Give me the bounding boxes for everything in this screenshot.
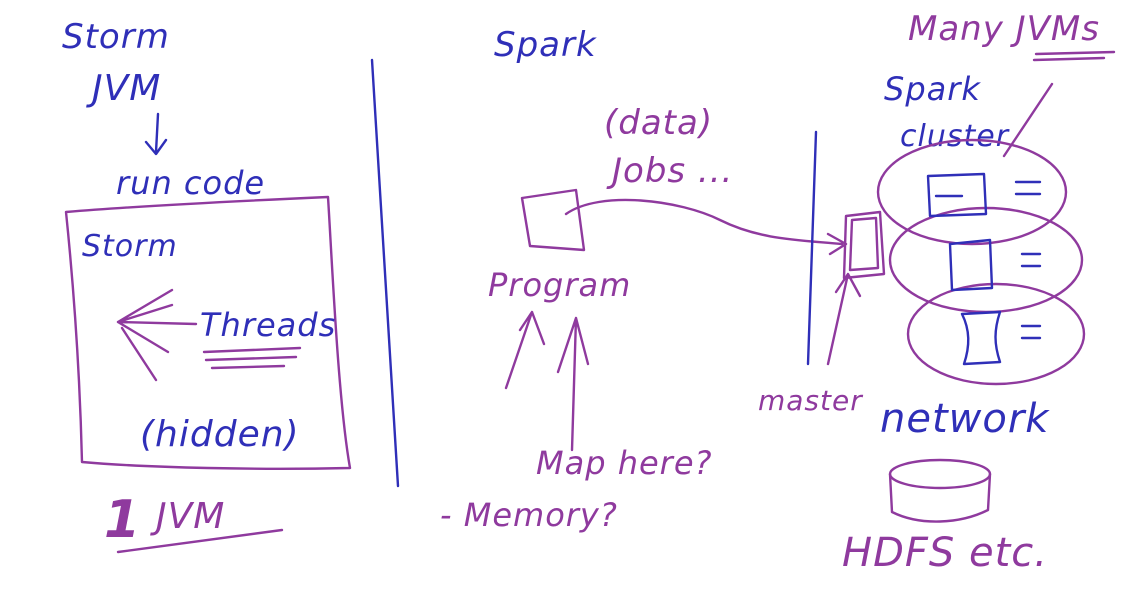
- memory-question: - Memory?: [440, 496, 618, 534]
- master-node-box: [842, 210, 886, 280]
- run-code-label: run code: [116, 164, 265, 202]
- jobs-note: Jobs ...: [606, 151, 733, 191]
- jvm-underline: [116, 528, 284, 554]
- worker-node-icon-3: [960, 310, 1002, 366]
- jvm-unit-label: JVM: [150, 496, 225, 537]
- spark-cluster-title: Spark: [884, 70, 981, 108]
- worker-jvm-ellipse-1: [876, 138, 1068, 246]
- cluster-panel: Many JVMs Spark cluster master network H…: [758, 9, 1116, 576]
- hidden-label: (hidden): [140, 414, 300, 455]
- spark-title: Spark: [494, 25, 597, 65]
- storage-cylinder-body: [888, 472, 992, 523]
- map-here-question: Map here?: [536, 444, 713, 482]
- worker-detail-mark-1: [1014, 180, 1042, 196]
- worker-detail-mark-3: [1020, 324, 1042, 340]
- network-label: network: [880, 396, 1050, 442]
- worker-node-icon-2: [948, 238, 994, 292]
- threads-fan-icon: [116, 288, 198, 382]
- storage-label: HDFS etc.: [842, 530, 1048, 576]
- storm-panel: Storm JVM run code Storm Threads (hidden…: [62, 17, 352, 554]
- threads-label: Threads: [200, 306, 336, 344]
- map-arrow-up-left: [504, 310, 546, 390]
- program-box: [520, 188, 586, 252]
- threads-underline: [202, 346, 302, 370]
- spark-panel: Spark (data) Jobs ... Program Map here? …: [440, 25, 848, 534]
- master-label: master: [758, 384, 863, 417]
- jvm-count: 1: [104, 490, 140, 550]
- divider-left: [370, 58, 400, 488]
- storage-cylinder-top: [888, 458, 992, 490]
- divider-right: [806, 130, 818, 366]
- program-label: Program: [488, 266, 631, 304]
- worker-node-icon-1: [926, 172, 988, 218]
- storm-box-title: Storm: [82, 229, 178, 264]
- data-note: (data): [604, 103, 713, 143]
- storm-jvm-box: [64, 195, 352, 470]
- worker-jvm-ellipse-3: [906, 282, 1086, 386]
- map-arrow-up-right: [556, 316, 590, 452]
- storm-jvm-label: JVM: [86, 68, 161, 109]
- run-code-arrow: [144, 112, 168, 156]
- many-jvms-heading: Many JVMs: [908, 9, 1100, 49]
- master-pointer-arrow: [826, 272, 862, 366]
- worker-detail-mark-2: [1020, 252, 1042, 268]
- program-to-master-arrow: [564, 198, 848, 256]
- many-jvms-underline: [1032, 50, 1116, 62]
- storm-title: Storm: [62, 17, 170, 57]
